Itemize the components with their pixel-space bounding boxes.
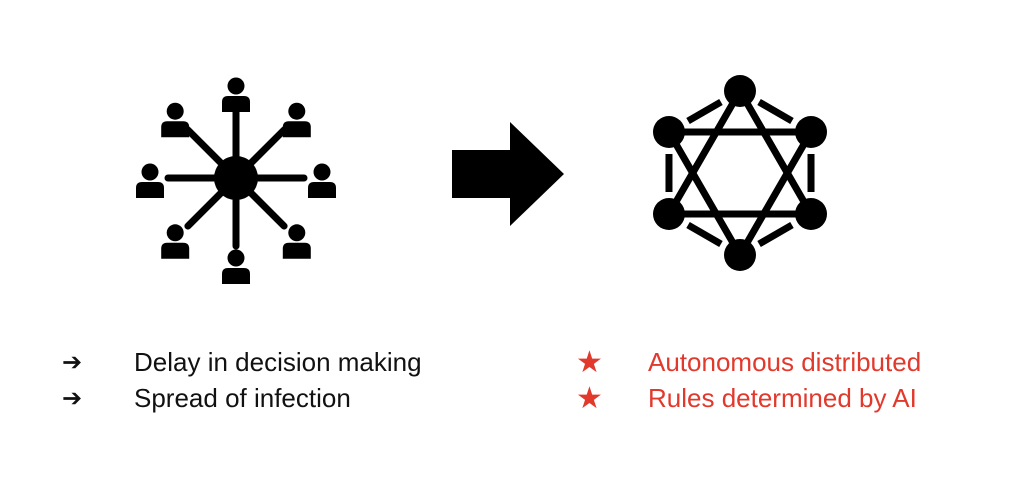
hexagon-edge [686,98,723,125]
hub-node [214,156,258,200]
person-icon [282,224,311,259]
star-edge [665,89,744,216]
list-item: ★ Autonomous distributed [576,344,921,380]
person-icon [136,163,164,198]
network-node [724,239,756,271]
centralized-network-icon [128,60,344,292]
hexagon-edge [757,221,794,248]
network-node [652,116,685,148]
star-edge [736,130,815,257]
arrow-bullet-icon: ➔ [62,348,83,376]
list-item-text: Autonomous distributed [648,346,922,377]
arrow-bullet-icon: ➔ [62,384,83,412]
person-icon [222,77,250,112]
network-node [724,75,756,107]
star-edge [736,89,815,216]
network-node [652,198,685,230]
list-item: ➔ Delay in decision making [62,344,422,380]
hexagon-edge [757,98,794,125]
list-item: ➔ Spread of infection [62,380,422,416]
network-node [795,198,828,230]
benefits-list: ★ Autonomous distributed ★ Rules determi… [576,344,921,416]
list-item-text: Spread of infection [134,382,351,413]
drawbacks-list: ➔ Delay in decision making ➔ Spread of i… [62,344,422,416]
list-item: ★ Rules determined by AI [576,380,921,416]
star-edge [665,130,744,257]
list-item-text: Rules determined by AI [648,382,917,413]
hexagon-edge [686,221,723,248]
person-icon [308,163,336,198]
person-icon [282,102,311,138]
person-icon [161,224,190,259]
right-arrow-icon [452,122,564,226]
person-icon [222,249,250,284]
star-bullet-icon: ★ [576,381,603,415]
network-node [795,116,828,148]
distributed-network-icon [640,66,840,281]
person-icon [161,102,190,138]
list-item-text: Delay in decision making [134,346,422,377]
star-bullet-icon: ★ [576,345,603,379]
